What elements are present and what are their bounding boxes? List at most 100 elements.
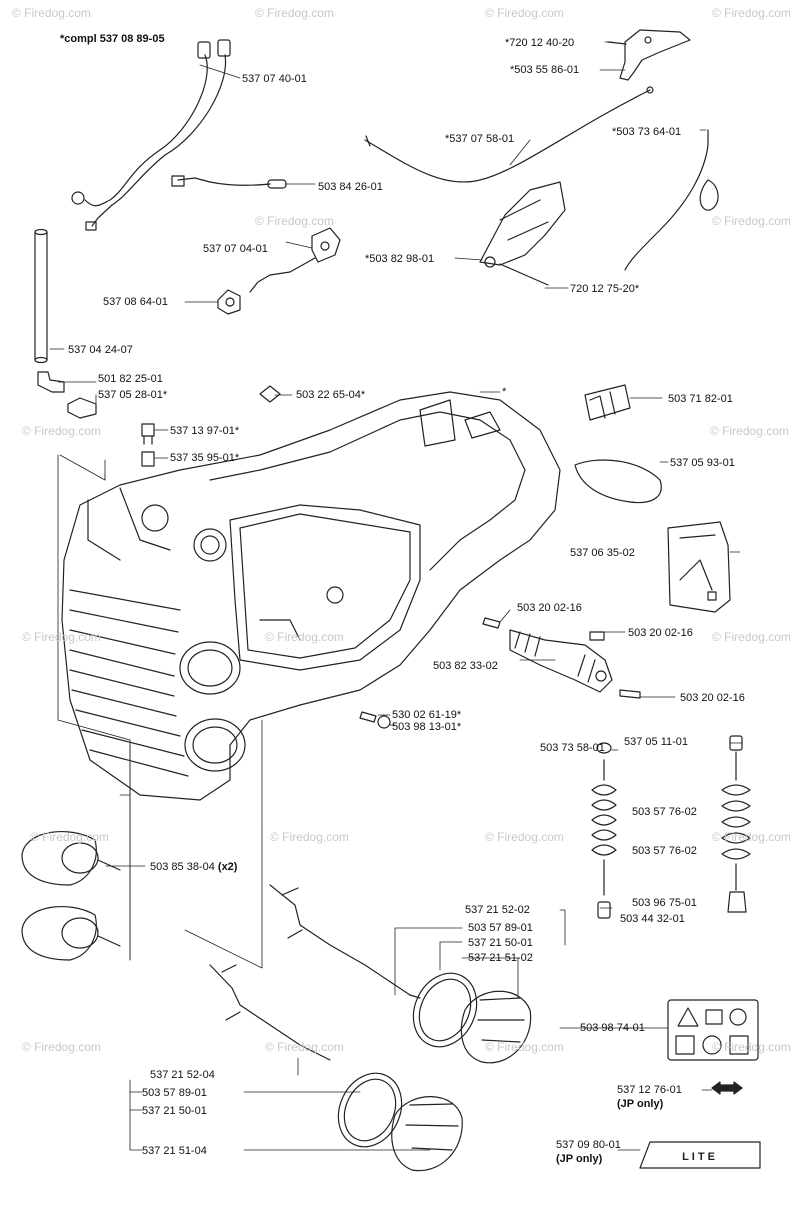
part-label: 537 07 04-01: [203, 243, 268, 255]
part-label: 537 04 24-07: [68, 344, 133, 356]
part-label: *compl 537 08 89-05: [60, 33, 165, 45]
filter-cap-lower: [337, 1072, 463, 1172]
watermark: © Firedog.com: [485, 6, 564, 20]
part-label: 537 13 97-01*: [170, 425, 240, 437]
crankcase-body: [61, 391, 561, 801]
watermark: © Firedog.com: [712, 630, 790, 644]
fuel-pickup-upper: [269, 884, 421, 999]
watermark: © Firedog.com: [485, 1040, 564, 1054]
part-label: *720 12 40-20: [505, 37, 575, 49]
part-label: (JP only): [617, 1098, 664, 1110]
part-label: 503 57 89-01: [142, 1087, 207, 1099]
wiring-harness: [71, 39, 231, 231]
rubber-buffer-upper: [21, 831, 121, 886]
part-label: *: [502, 386, 507, 398]
part-label: 537 08 64-01: [103, 296, 168, 308]
part-label: *503 82 98-01: [365, 253, 435, 265]
throttle-trigger: [607, 29, 691, 81]
av-spring-left: [591, 742, 617, 919]
part-label: 503 71 82-01: [668, 393, 733, 405]
leader-lines: [49, 41, 743, 1151]
part-label: 537 21 50-01: [142, 1105, 207, 1117]
part-label: 537 06 35-02: [570, 547, 635, 559]
bolts: [141, 423, 155, 467]
fuel-pickup-lower: [209, 964, 331, 1061]
part-label: 537 09 80-01: [556, 1139, 621, 1151]
watermark: © Firedog.com: [255, 214, 334, 228]
watermark: © Firedog.com: [712, 6, 790, 20]
fuel-tube: [34, 228, 48, 364]
part-label: 537 05 28-01*: [98, 389, 168, 401]
decal-text: LITE: [682, 1151, 718, 1163]
watermark: © Firedog.com: [12, 6, 91, 20]
throttle-cable: [364, 86, 654, 183]
short-wire: [171, 175, 287, 189]
part-label: 537 12 76-01: [617, 1084, 682, 1096]
part-label: 501 82 25-01: [98, 373, 163, 385]
part-label: 537 21 52-02: [465, 904, 530, 916]
watermark: © Firedog.com: [22, 630, 101, 644]
part-label: *503 55 86-01: [510, 64, 580, 76]
part-label: 503 73 58-01: [540, 742, 605, 754]
watermark: © Firedog.com: [255, 6, 334, 20]
part-label: 537 05 11-01: [624, 736, 689, 748]
part-label: (JP only): [556, 1153, 603, 1165]
warning-decal: [667, 999, 759, 1061]
part-label: 503 84 26-01: [318, 181, 383, 193]
part-label: 503 57 89-01: [468, 922, 533, 934]
part-label: 503 57 76-02: [632, 845, 697, 857]
part-label: 537 21 51-04: [142, 1145, 207, 1157]
rubber-grip: [574, 459, 662, 504]
plug: [67, 397, 97, 419]
rubber-buffer-lower: [21, 906, 121, 961]
small-bolt-nut: [359, 711, 391, 729]
part-label: 537 21 50-01: [468, 937, 533, 949]
part-label: 503 20 02-16: [517, 602, 582, 614]
choke-decal: [711, 1081, 743, 1095]
part-label: 537 05 93-01: [670, 457, 735, 469]
return-spring-wire: [624, 129, 719, 271]
throttle-lever-bracket: [479, 181, 566, 286]
grommet: [217, 289, 241, 315]
watermark: © Firedog.com: [265, 630, 344, 644]
av-element-assembly: [482, 617, 641, 699]
part-label: 503 22 65-04*: [296, 389, 366, 401]
part-label: *537 07 58-01: [445, 133, 515, 145]
part-label: 503 96 75-01: [632, 897, 697, 909]
watermark: © Firedog.com: [712, 214, 790, 228]
part-label: 537 21 51-02: [468, 952, 533, 964]
av-spring-right: [721, 735, 751, 913]
stop-switch: [249, 227, 341, 293]
watermark: © Firedog.com: [712, 830, 790, 844]
watermark: © Firedog.com: [265, 1040, 344, 1054]
part-label: 530 02 61-19*: [392, 709, 462, 721]
part-label: 503 98 74-01: [580, 1022, 645, 1034]
filter-cap-upper: [412, 972, 532, 1064]
lite-decal: [639, 1141, 761, 1169]
part-label: 537 07 40-01: [242, 73, 307, 85]
part-label: 503 85 38-04 (x2): [150, 861, 238, 873]
part-label: 503 44 32-01: [620, 913, 685, 925]
watermark: © Firedog.com: [22, 424, 101, 438]
part-label: 503 82 33-02: [433, 660, 498, 672]
watermark: © Firedog.com: [712, 1040, 790, 1054]
part-label: 537 35 95-01*: [170, 452, 240, 464]
side-cover: [667, 521, 731, 613]
vent-cover: [584, 384, 631, 421]
watermark: © Firedog.com: [270, 830, 349, 844]
part-label: 503 20 02-16: [628, 627, 693, 639]
watermark: © Firedog.com: [710, 424, 789, 438]
part-label: 537 21 52-04: [150, 1069, 215, 1081]
part-label: 503 98 13-01*: [392, 721, 462, 733]
clip: [259, 385, 281, 403]
watermark: © Firedog.com: [30, 830, 109, 844]
part-label: 503 20 02-16: [680, 692, 745, 704]
part-label: *503 73 64-01: [612, 126, 682, 138]
elbow-fitting: [37, 371, 65, 393]
part-label: 503 57 76-02: [632, 806, 697, 818]
part-label: 720 12 75-20*: [570, 283, 640, 295]
watermark: © Firedog.com: [485, 830, 564, 844]
watermark: © Firedog.com: [22, 1040, 101, 1054]
